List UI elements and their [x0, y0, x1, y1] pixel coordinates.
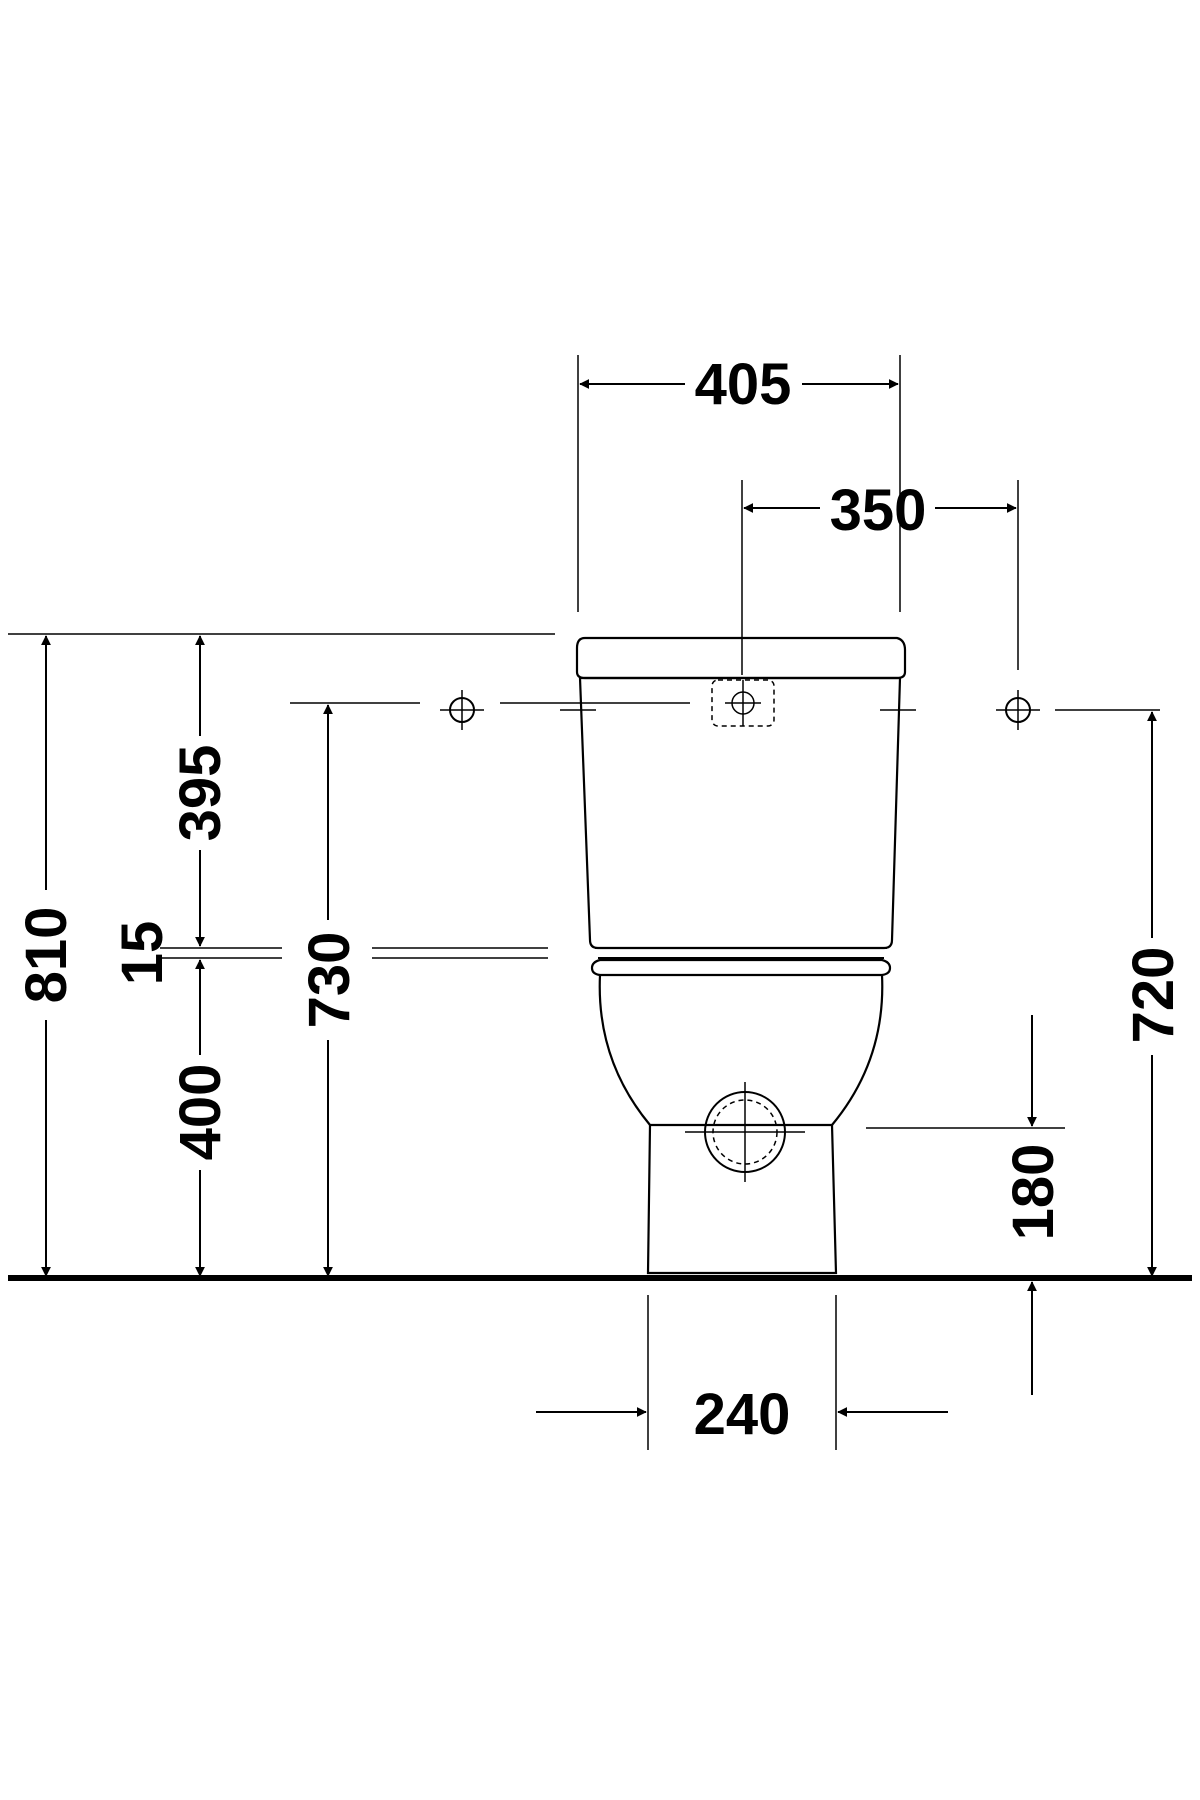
dim-350-label: 350	[830, 478, 927, 543]
dim-180-label: 180	[1001, 1144, 1066, 1241]
dim-730-label: 730	[297, 932, 362, 1029]
dim-15-label: 15	[110, 921, 175, 986]
dim-810-label: 810	[14, 907, 79, 1004]
dimension-lines	[41, 379, 1157, 1417]
flush-button	[711, 679, 775, 727]
dim-395-label: 395	[168, 745, 233, 842]
dim-240-label: 240	[694, 1382, 791, 1447]
dim-405-label: 405	[695, 352, 792, 417]
toilet-outline	[575, 636, 907, 1275]
extension-lines	[8, 355, 1160, 1450]
left-fixing-hole	[440, 690, 484, 730]
dim-400-label: 400	[168, 1064, 233, 1161]
right-fixing-hole	[996, 690, 1040, 730]
outlet-hole	[685, 1082, 805, 1182]
dim-720-label: 720	[1121, 947, 1186, 1044]
